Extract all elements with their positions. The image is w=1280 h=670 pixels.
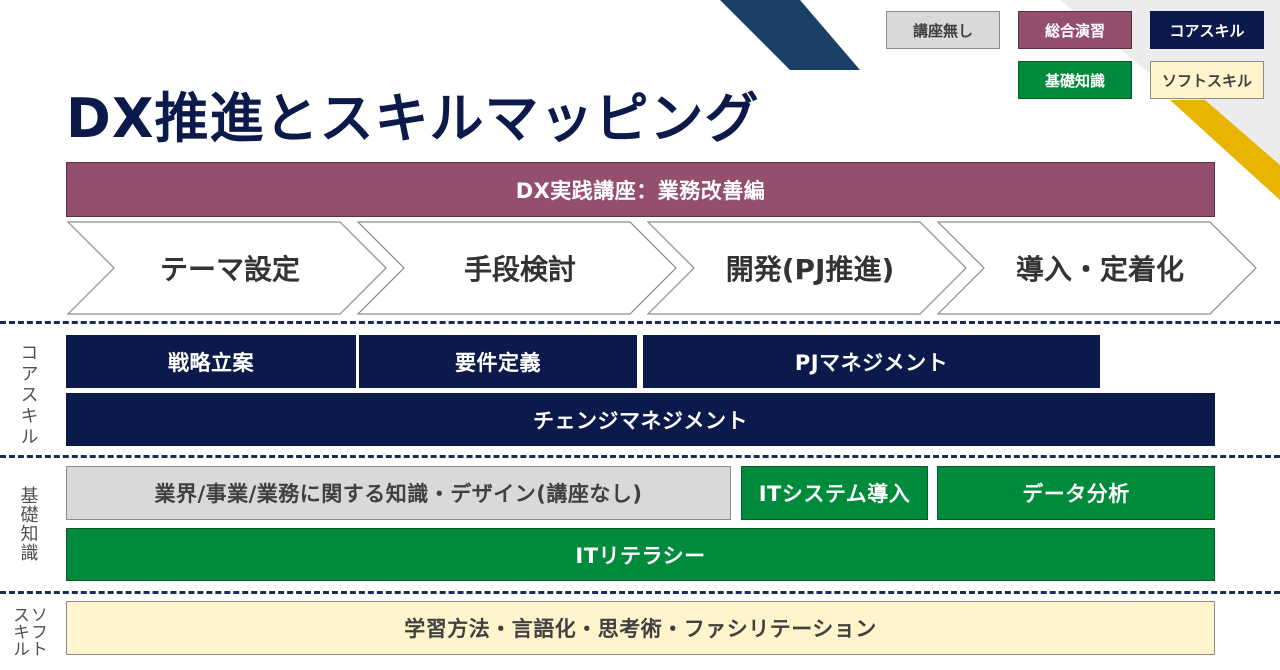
- skill-change-management: チェンジマネジメント: [66, 393, 1215, 446]
- separator-core: [0, 321, 1280, 324]
- phase-label-3: 開発(PJ推進): [725, 253, 895, 286]
- section-label-core: コアスキル: [8, 343, 46, 448]
- legend-soft: ソフトスキル: [1150, 61, 1264, 99]
- skill-strategy: 戦略立案: [66, 335, 356, 388]
- skill-it-system: ITシステム導入: [741, 466, 928, 520]
- yellow-stripe: [1170, 100, 1280, 200]
- phase-label-1: テーマ設定: [159, 253, 300, 286]
- skill-data-analysis: データ分析: [937, 466, 1215, 520]
- skill-requirements: 要件定義: [359, 335, 637, 388]
- navy-stripe: [720, 0, 860, 70]
- legend-none: 講座無し: [886, 11, 1000, 49]
- skill-business-knowledge: 業界/事業/業務に関する知識・デザイン(講座なし): [66, 466, 731, 520]
- phase-label-2: 手段検討: [463, 253, 576, 286]
- page-title: DX推進とスキルマッピング: [66, 87, 760, 150]
- phase-label-4: 導入・定着化: [1015, 253, 1184, 286]
- skill-it-literacy: ITリテラシー: [66, 528, 1215, 581]
- legend-comprehensive: 総合演習: [1018, 11, 1132, 49]
- section-label-core-text: コアスキル: [17, 343, 39, 448]
- legend-core: コアスキル: [1150, 11, 1264, 49]
- section-label-soft: ソフトスキル: [8, 598, 46, 668]
- skill-soft-methods: 学習方法・言語化・思考術・ファシリテーション: [66, 601, 1215, 655]
- separator-soft: [0, 591, 1280, 594]
- legend-basic: 基礎知識: [1018, 61, 1132, 99]
- section-label-soft-text: ソフトスキル: [9, 605, 46, 657]
- skill-pj-management: PJマネジメント: [643, 335, 1100, 388]
- separator-basic: [0, 455, 1280, 458]
- section-label-basic: 基礎知識: [8, 486, 46, 562]
- course-banner: DX実践講座：業務改善編: [66, 162, 1215, 217]
- section-label-basic-text: 基礎知識: [17, 486, 39, 562]
